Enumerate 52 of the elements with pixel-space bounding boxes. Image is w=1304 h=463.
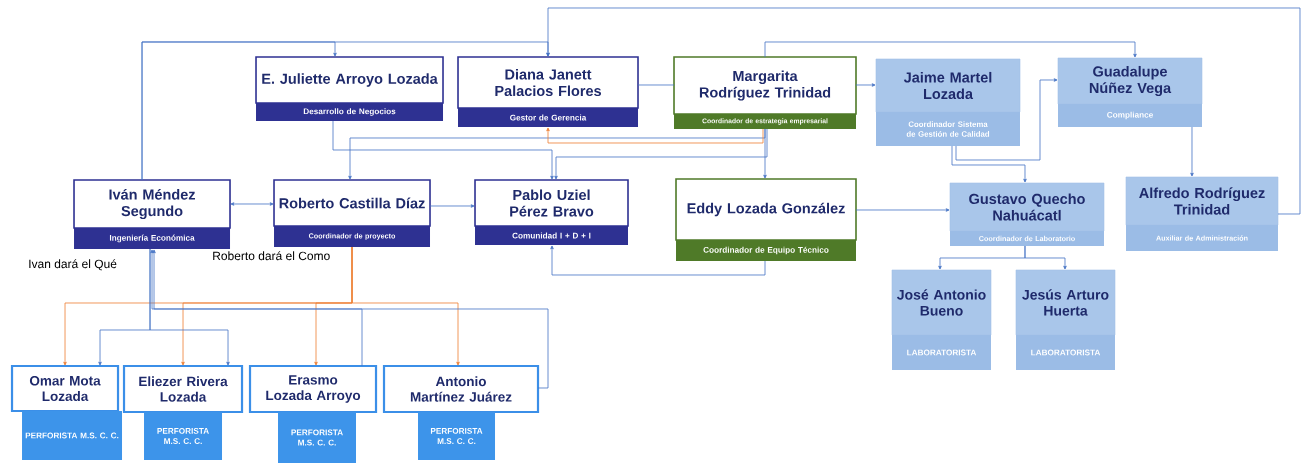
name-box: Iván Méndez Segundo <box>73 179 231 229</box>
role-band: LABORATORISTA <box>1016 335 1115 370</box>
note-text: Roberto dará el Como <box>213 251 330 261</box>
name-box: José Antonio Bueno <box>891 269 992 336</box>
role-band: Compliance <box>1058 104 1202 127</box>
arrow <box>149 248 230 366</box>
name-box: E. Juliette Arroyo Lozada <box>255 56 444 104</box>
role-band: Ingeniería Económica <box>74 228 230 249</box>
arrow <box>332 120 554 180</box>
arrow <box>763 128 767 179</box>
arrow <box>855 208 950 212</box>
arrow <box>152 249 549 389</box>
role-band: Desarrollo de Negocios <box>256 103 443 121</box>
name-box: Alfredo Rodríguez Trinidad <box>1125 176 1279 226</box>
role-band: LABORATORISTA <box>892 335 991 370</box>
name-box: Gustavo Quecho Nahuácatl <box>949 182 1105 232</box>
arrow <box>951 145 1027 183</box>
role-band: Gestor de Gerencia <box>458 108 638 127</box>
role-band: PERFORISTA M.S. C. C. <box>22 411 122 460</box>
arrow <box>855 83 876 87</box>
arrow <box>351 246 460 366</box>
note-text: Ivan dará el Qué <box>29 259 117 271</box>
role-band: Comunidad I + D + I <box>475 226 628 245</box>
arrow <box>550 245 766 276</box>
name-box: Diana Janett Palacios Flores <box>457 56 639 109</box>
name-box: Jaime Martel Lozada <box>875 58 1021 113</box>
arrow <box>141 41 550 181</box>
name-box: Pablo Uziel Pérez Bravo <box>474 179 629 227</box>
name-box: Eddy Lozada González <box>675 178 857 241</box>
name-box: Erasmo Lozada Arroyo <box>248 364 378 414</box>
name-box: Guadalupe Núñez Vega <box>1057 57 1203 105</box>
name-box: Eliezer Rivera Lozada <box>122 364 244 414</box>
name-box: Jesús Arturo Huerta <box>1015 269 1116 336</box>
arrow <box>1024 245 1067 270</box>
arrow <box>955 78 1058 161</box>
role-band: PERFORISTA M.S. C. C. <box>418 412 495 460</box>
role-band: PERFORISTA M.S. C. C. <box>278 412 356 463</box>
name-box: Margarita Rodríguez Trinidad <box>673 56 857 115</box>
arrow <box>429 204 475 208</box>
connector-line <box>637 84 675 86</box>
arrow <box>764 41 1137 58</box>
arrow <box>230 202 274 206</box>
name-box: Omar Mota Lozada <box>10 364 120 413</box>
role-band: Coordinador de Equipo Técnico <box>676 240 856 261</box>
name-box: Antonio Martínez Juárez <box>382 364 540 414</box>
arrow <box>150 249 363 367</box>
arrow <box>554 128 768 180</box>
arrow <box>546 127 764 144</box>
name-box: Roberto Castilla Díaz <box>273 179 431 227</box>
arrow <box>546 7 1301 215</box>
role-band: PERFORISTA M.S. C. C. <box>144 412 222 460</box>
arrow <box>1190 126 1194 177</box>
